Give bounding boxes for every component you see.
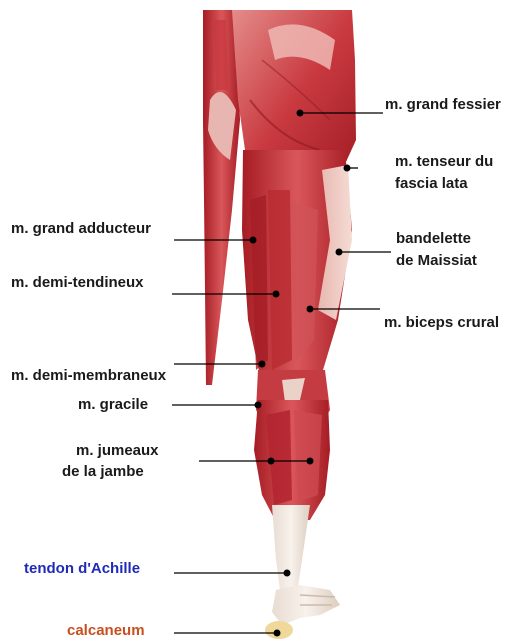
label-tendon-achille: tendon d'Achille [24, 559, 140, 578]
label-tenseur-line2: fascia lata [395, 174, 468, 193]
label-bandelette-line1: bandelette [396, 229, 471, 248]
left-leg-strip [203, 10, 240, 385]
label-tenseur-line1: m. tenseur du [395, 152, 493, 171]
label-demi-tendineux: m. demi-tendineux [11, 273, 144, 292]
label-grand-adducteur: m. grand adducteur [11, 219, 151, 238]
label-calcaneum: calcaneum [67, 621, 145, 640]
label-demi-membraneux: m. demi-membraneux [11, 366, 166, 385]
label-biceps-crural: m. biceps crural [384, 313, 499, 332]
label-jumeaux-line1: m. jumeaux [76, 441, 159, 460]
label-jumeaux-line2: de la jambe [62, 462, 144, 481]
calf-muscles [254, 400, 330, 520]
calcaneum-bone-shape [265, 621, 293, 639]
thigh-muscles [242, 150, 352, 395]
label-gracile: m. gracile [78, 395, 148, 414]
label-grand-fessier: m. grand fessier [385, 95, 501, 114]
label-bandelette-line2: de Maissiat [396, 251, 477, 270]
